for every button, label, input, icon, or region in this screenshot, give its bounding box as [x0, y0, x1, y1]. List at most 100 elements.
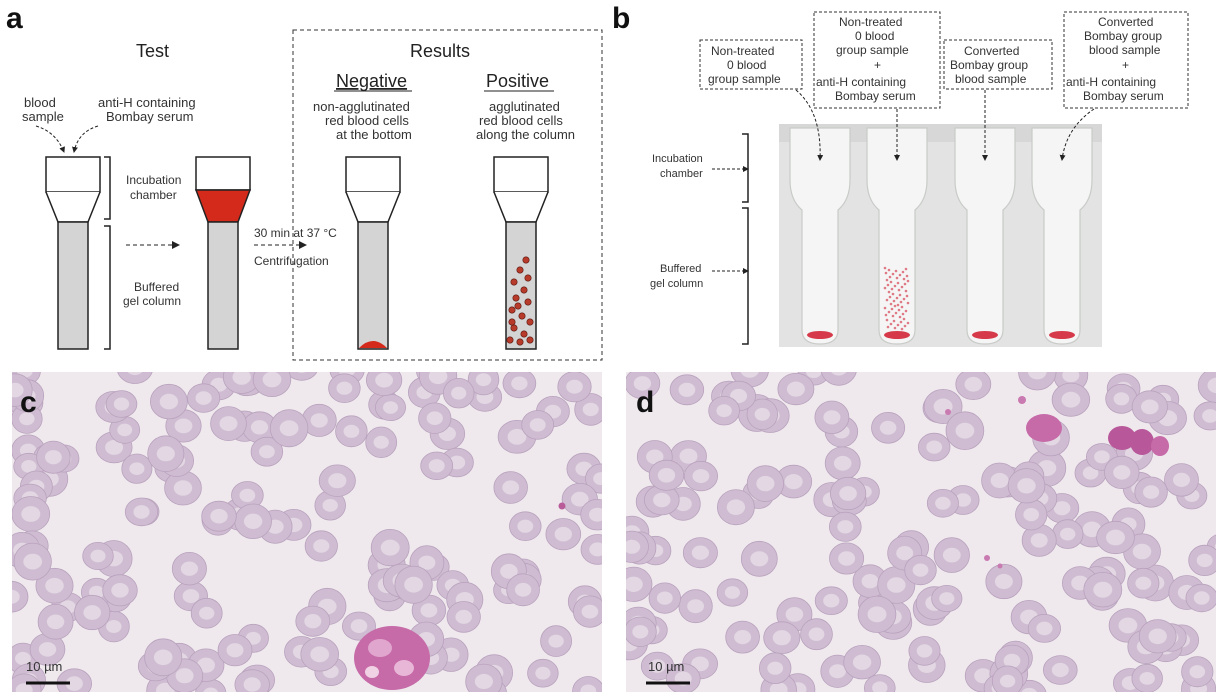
erythrocyte-pallor: [1021, 687, 1037, 692]
erythrocyte-pallor: [1053, 501, 1071, 516]
erythrocyte-pallor: [649, 659, 666, 673]
erythrocyte-pallor: [626, 539, 641, 554]
erythrocyte-pallor: [12, 589, 20, 604]
erythrocyte-pallor: [939, 592, 955, 605]
photo-tubes: [789, 127, 1093, 345]
erythrocyte-pallor: [999, 674, 1016, 688]
erythrocyte-pallor: [1017, 478, 1036, 494]
erythrocyte-pallor: [297, 372, 306, 373]
agglutinated-cell: [518, 312, 526, 320]
blood-arrow: [35, 125, 65, 153]
erythrocyte-pallor: [203, 687, 219, 692]
scale-bar-label-d: 10 µm: [648, 659, 684, 674]
callout-4: [1063, 11, 1189, 109]
erythrocyte-pallor: [175, 668, 194, 684]
erythrocyte-pallor: [935, 496, 951, 510]
erythrocyte-pallor: [90, 549, 106, 563]
erythrocyte-pallor: [529, 418, 546, 432]
erythrocyte-pallor: [861, 574, 879, 589]
b-incubation-label-1: Incubation: [652, 153, 703, 165]
erythrocyte-pallor: [383, 401, 398, 414]
erythrocyte-pallor: [502, 480, 520, 495]
erythrocyte-pallor: [15, 683, 33, 692]
tube-incubated: [194, 156, 252, 350]
erythrocyte-pallor: [1082, 466, 1099, 480]
b-incubation-label-2: chamber: [660, 168, 703, 180]
erythrocyte-pallor: [1202, 409, 1216, 423]
tube-negative: [345, 156, 401, 350]
callout-1-line-1: Non-treated: [711, 44, 774, 58]
erythrocyte-pallor: [692, 469, 710, 484]
callout-2-line-2: 0 blood: [855, 29, 894, 43]
erythrocyte-pallor: [1082, 521, 1102, 538]
callout-2-line-5: anti-H containing: [816, 75, 906, 89]
leukocyte-c: [354, 502, 566, 690]
erythrocyte-pallor: [38, 642, 57, 657]
erythrocyte-pallor: [173, 480, 193, 496]
erythrocyte-pallor: [1061, 391, 1081, 408]
erythrocyte-pallor: [626, 576, 643, 592]
agglutinated-cell: [514, 302, 522, 310]
erythrocyte-pallor: [767, 661, 784, 675]
agglutinated-cell: [510, 278, 518, 286]
erythrocyte-pallor: [304, 614, 322, 629]
erythrocyte-pallor: [113, 397, 130, 411]
erythrocyte-pallor: [1132, 543, 1152, 560]
step-label-1: 30 min at 37 °C: [254, 226, 337, 240]
positive-desc-1: agglutinated: [489, 99, 560, 114]
callout-4-line-1: Converted: [1098, 15, 1153, 29]
erythrocyte-pallor: [589, 507, 602, 522]
erythrocyte-pallor: [656, 591, 673, 605]
erythrocytes-c: [12, 372, 602, 692]
erythrocyte-pallor: [259, 445, 275, 459]
erythrocyte-pallor: [420, 603, 438, 618]
erythrocyte-pallor: [769, 682, 788, 692]
panel-a-label: a: [6, 2, 23, 35]
erythrocyte-pallor: [45, 577, 64, 594]
callout-3: [943, 39, 1053, 90]
erythrocyte-pallor: [926, 440, 943, 454]
erythrocyte-pallor: [823, 593, 840, 608]
photo-tube: [1031, 127, 1093, 345]
agglutinated-cell: [510, 324, 518, 332]
callout-2-line-6: Bombay serum: [835, 89, 916, 103]
erythrocyte-pallor: [180, 561, 198, 576]
erythrocyte-pallor: [159, 393, 179, 410]
agglutinated-cell: [526, 336, 534, 344]
agglutinated-cell: [520, 330, 528, 338]
erythrocyte-pallor: [380, 539, 400, 556]
photo-tube: [866, 127, 928, 345]
erythrocyte-pallor: [127, 372, 143, 376]
erythrocyte-pallor: [772, 630, 791, 646]
erythrocyte-pallor: [243, 513, 263, 529]
erythrocyte-pallor: [232, 372, 251, 385]
erythrocyte-pallor: [823, 410, 841, 425]
callout-4-line-5: anti-H containing: [1066, 75, 1156, 89]
erythrocyte-pallor: [942, 547, 961, 563]
agglutinated-cell: [526, 318, 534, 326]
agglutinated-cell: [524, 298, 532, 306]
erythrocyte-pallor: [21, 506, 41, 522]
callout-3-line-1: Converted: [964, 44, 1019, 58]
erythrocyte-pallor: [250, 420, 269, 435]
callout-1-line-3: group sample: [708, 72, 781, 86]
agglutinated-cell: [512, 294, 520, 302]
erythrocyte-pallor: [646, 449, 664, 465]
erythrocyte-pallor: [310, 413, 328, 428]
erythrocyte-pallor: [1060, 527, 1076, 541]
erythrocyte-pallor: [455, 609, 473, 624]
erythrocyte-pallor: [428, 459, 445, 473]
erythrocyte-pallor: [679, 448, 698, 464]
erythrocyte-pallor: [785, 607, 804, 622]
negative-pellet: [359, 341, 387, 348]
blood-sample-label-2: sample: [22, 109, 64, 124]
tube-positive: [493, 156, 549, 350]
erythrocyte: [1018, 372, 1057, 391]
callout-1-arrow: [795, 89, 824, 161]
erythrocyte-pallor: [507, 428, 527, 445]
gel-label-2: gel column: [123, 294, 181, 308]
erythrocyte-pallor: [1189, 665, 1206, 679]
results-box: [292, 29, 603, 361]
erythrocyte-pallor: [1135, 576, 1152, 590]
blood-sample-label-1: blood: [24, 95, 56, 110]
